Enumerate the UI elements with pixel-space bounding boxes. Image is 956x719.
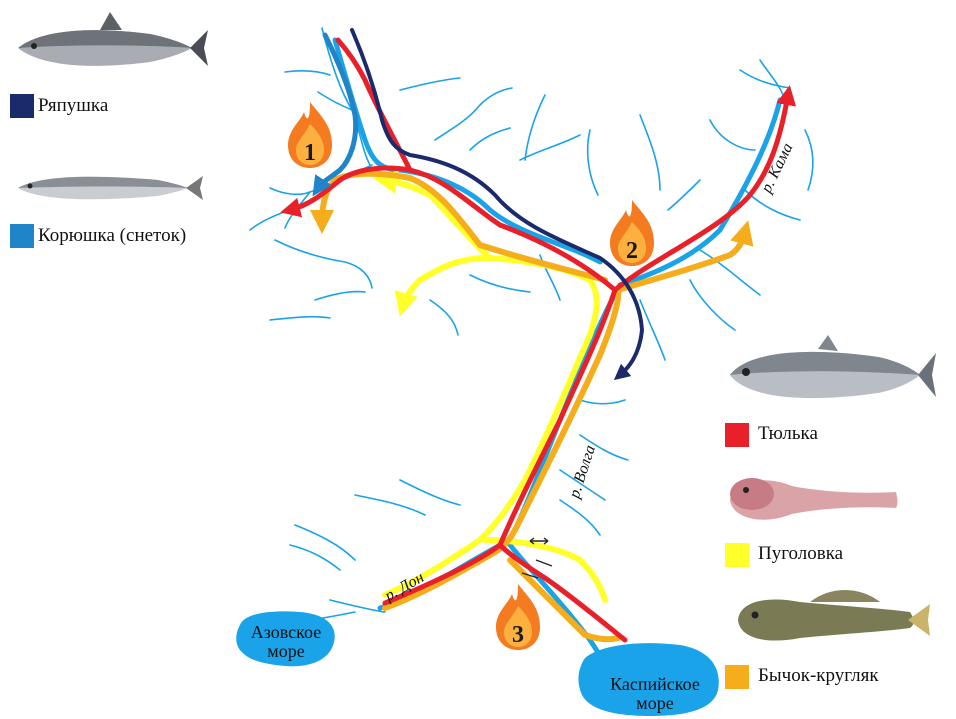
flame-marker-2 <box>610 200 654 266</box>
route-pugolovka <box>373 169 608 603</box>
marker-number-1: 1 <box>304 140 316 166</box>
route-koryushka <box>312 32 359 197</box>
sea-label-caspian-line2: море <box>636 693 674 713</box>
legend-label-ryapushka: Ряпушка <box>38 95 109 116</box>
flame-marker-1 <box>288 102 332 168</box>
azov-sea <box>236 611 335 667</box>
sea-label-caspian: Каспийское море <box>590 675 720 713</box>
legend-label-koryushka: Корюшка (снеток) <box>38 225 187 246</box>
legend-swatch-ryapushka <box>10 94 34 118</box>
legend-swatch-koryushka <box>10 224 34 248</box>
pugolovka-fish-icon <box>730 478 898 520</box>
route-ryapushka <box>350 28 645 381</box>
legend-swatch-tyulka <box>725 423 749 447</box>
ryapushka-fish-icon <box>18 12 208 66</box>
koryushka-fish-icon <box>18 176 203 200</box>
sea-label-azov-line1: Азовское <box>250 622 322 642</box>
legend-label-pugolovka: Пуголовка <box>758 543 844 564</box>
legend-swatch-bychok <box>725 665 749 689</box>
legend-swatch-pugolovka <box>725 543 749 567</box>
flame-marker-3 <box>496 584 540 650</box>
bychok-fish-icon <box>738 590 930 641</box>
route-tyulka <box>280 37 797 643</box>
caspian-sea <box>578 643 719 716</box>
sea-label-azov: Азовское море <box>236 623 336 661</box>
tyulka-fish-icon <box>730 335 936 399</box>
sea-label-azov-line2: море <box>267 641 305 661</box>
marker-number-3: 3 <box>512 622 524 648</box>
legend-label-tyulka: Тюлька <box>758 423 818 444</box>
volga-don-arrows <box>521 537 553 579</box>
legend-label-bychok: Бычок-кругляк <box>758 665 879 686</box>
marker-number-2: 2 <box>626 238 638 264</box>
sea-label-caspian-line1: Каспийское <box>610 674 700 694</box>
river-network <box>249 27 814 621</box>
